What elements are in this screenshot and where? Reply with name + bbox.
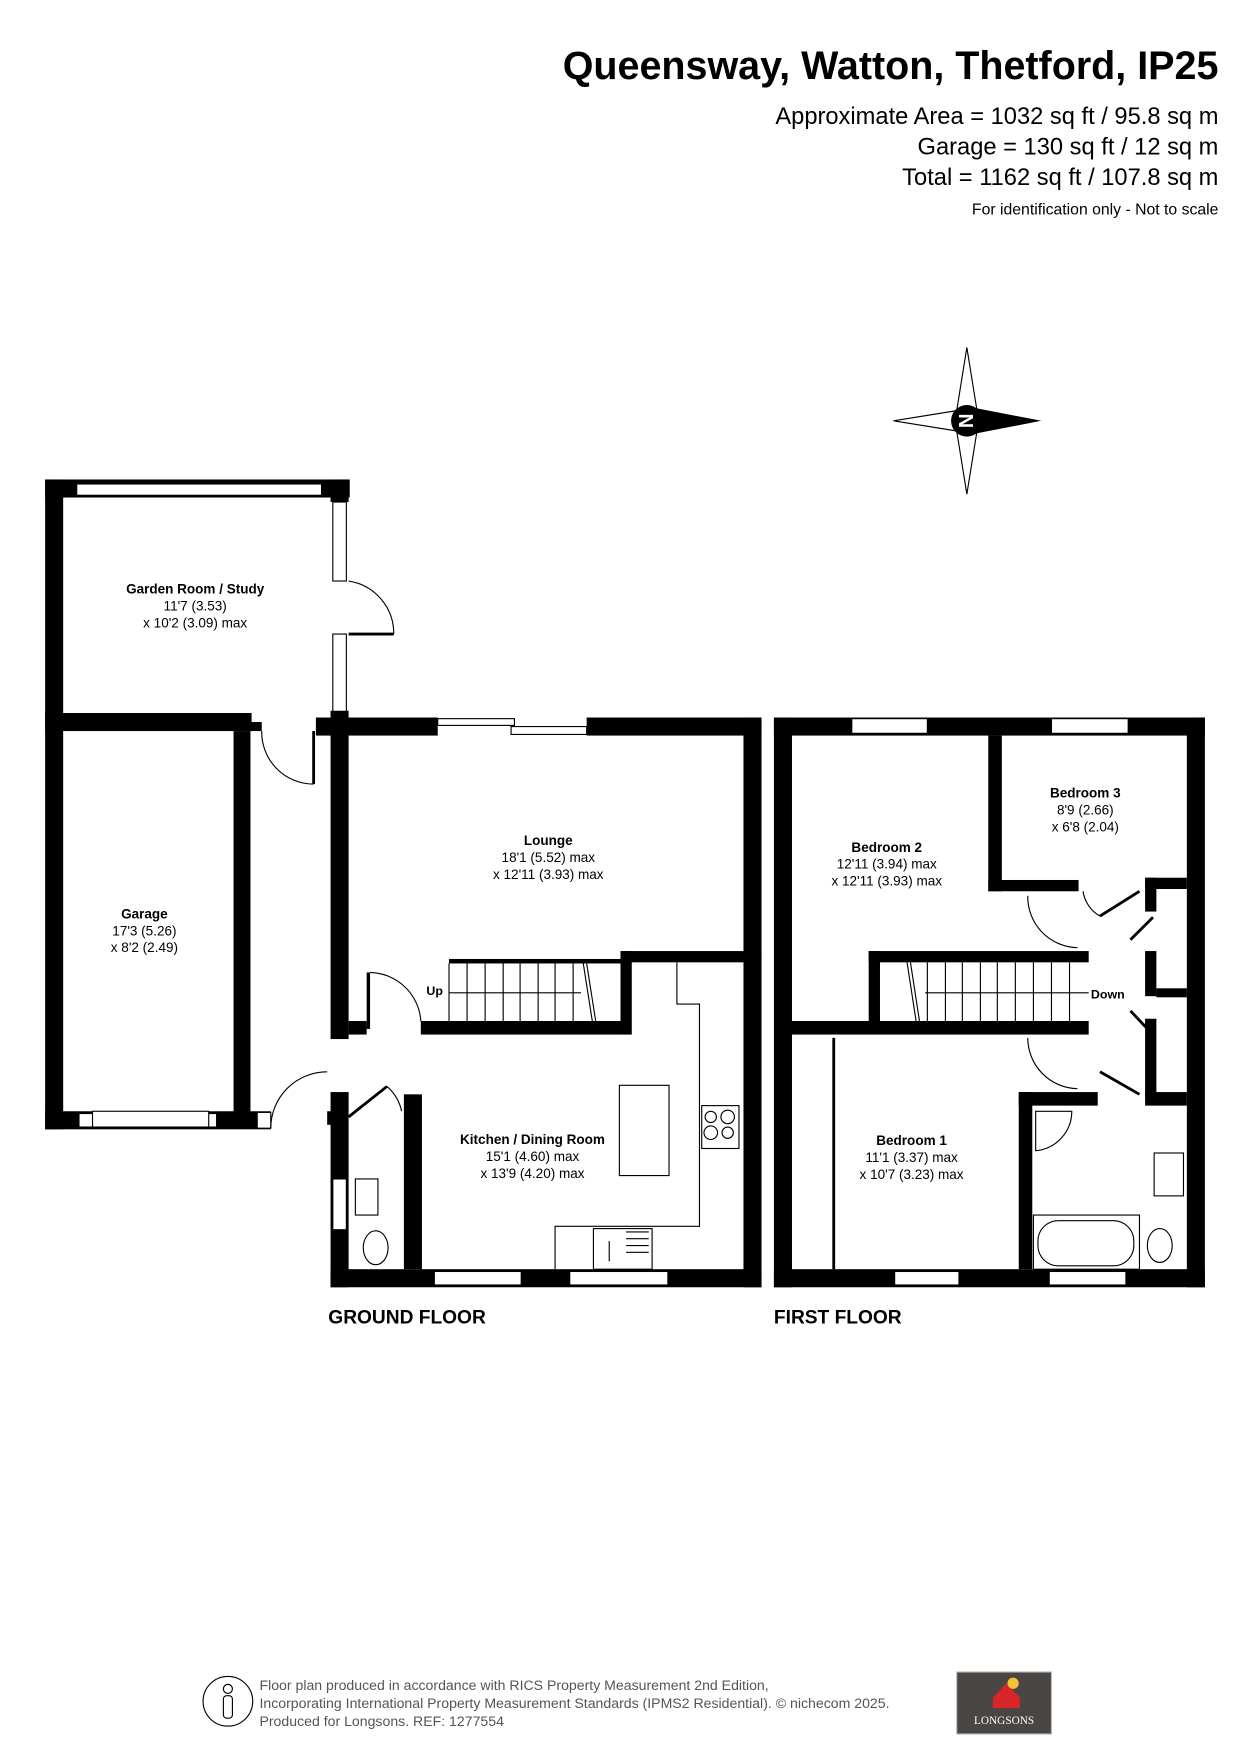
ground-floor-label: GROUND FLOOR [328,1307,486,1328]
approximate-area: Approximate Area = 1032 sq ft / 95.8 sq … [775,104,1218,130]
room-name-garage: Garage [121,906,168,921]
ground-floor-plan: Up Garden Room / Study 11'7 (3.53) x 10'… [45,479,762,1288]
room-dims: x 6'8 (2.04) [1052,819,1119,834]
footer-line-1: Floor plan produced in accordance with R… [259,1677,768,1693]
garage-area: Garage = 130 sq ft / 12 sq m [918,135,1219,161]
svg-text:N: N [954,413,976,428]
room-dims: x 10'7 (3.23) max [860,1167,964,1182]
room-dims: 8'9 (2.66) [1057,803,1114,818]
room-dims: 15'1 (4.60) max [486,1149,580,1164]
footer-line-2: Incorporating International Property Mea… [259,1695,889,1711]
room-dims: 12'11 (3.94) max [837,857,937,872]
room-name-kitchen: Kitchen / Dining Room [460,1132,605,1147]
room-dims: x 8'2 (2.49) [111,940,178,955]
room-dims: x 10'2 (3.09) max [143,615,247,630]
property-title: Queensway, Watton, Thetford, IP25 [563,44,1219,88]
stairs-up-label: Up [426,984,443,998]
stairs-down-label: Down [1091,987,1125,1001]
room-name-bedroom-3: Bedroom 3 [1050,786,1121,801]
room-name-garden-room: Garden Room / Study [126,581,265,596]
first-floor-plan: Down Bedroom 2 12'11 (3.94) max x 12'11 … [773,717,1205,1288]
longsons-logo: LONGSONS [956,1671,1053,1735]
footer-line-3: Produced for Longsons. REF: 1277554 [259,1713,504,1729]
person-icon [202,1675,254,1727]
room-name-bedroom-1: Bedroom 1 [876,1133,947,1148]
total-area: Total = 1162 sq ft / 107.8 sq m [902,165,1218,191]
room-dims: 18'1 (5.52) max [502,850,596,865]
room-dims: 11'7 (3.53) [164,598,227,613]
room-dims: x 12'11 (3.93) max [493,867,604,882]
disclaimer: For identification only - Not to scale [972,201,1219,218]
room-dims: x 12'11 (3.93) max [831,874,942,889]
room-name-bedroom-2: Bedroom 2 [851,840,922,855]
compass-icon: N [893,347,1042,495]
first-floor-label: FIRST FLOOR [774,1307,902,1328]
svg-text:LONGSONS: LONGSONS [974,1715,1034,1727]
room-name-lounge: Lounge [524,833,573,848]
staircase [906,962,1089,1022]
staircase [448,963,597,1022]
room-dims: x 13'9 (4.20) max [481,1166,585,1181]
room-dims: 11'1 (3.37) max [865,1150,958,1165]
room-dims: 17'3 (5.26) [112,923,176,938]
